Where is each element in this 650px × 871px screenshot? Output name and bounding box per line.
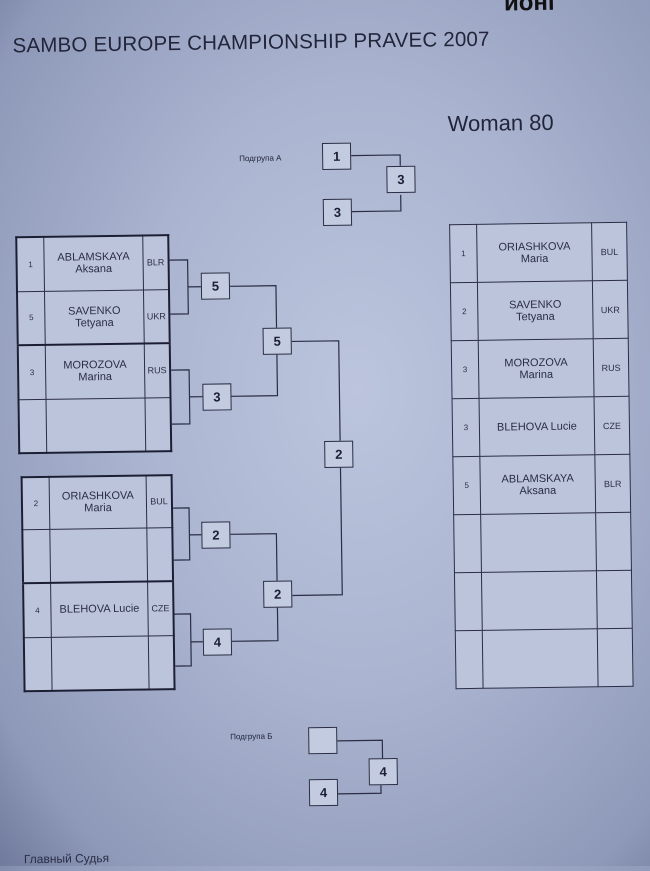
- line-final: [289, 341, 343, 596]
- r2-box-1: 5: [263, 327, 292, 354]
- line-r1-4: [175, 614, 192, 666]
- results-row: [455, 628, 633, 688]
- line-r1-1: [170, 260, 189, 314]
- line-sub-a-top: [351, 155, 400, 167]
- results-row: [454, 570, 632, 630]
- subgroup-b-label: Подгрупа Б: [230, 732, 272, 742]
- footer-text: Главный Судья: [24, 851, 109, 866]
- subgroup-b-bottom-box: 4: [309, 779, 338, 806]
- subgroup-a-winner-box: 3: [386, 166, 415, 193]
- table-row: [22, 527, 173, 583]
- line-sub-b-bottom: [338, 785, 381, 794]
- subgroup-a-label: Подгрупа А: [239, 154, 281, 164]
- r1-box-4: 4: [203, 628, 232, 655]
- r1-box-1: 5: [201, 272, 230, 299]
- r2-box-2: 2: [263, 580, 292, 607]
- r1-box-2: 3: [202, 383, 231, 410]
- r1-box-3: 2: [201, 521, 230, 548]
- table-row: [24, 635, 175, 691]
- subgroup-a-bottom-box: 3: [323, 199, 352, 226]
- final-box: 2: [324, 441, 353, 468]
- results-row: [454, 512, 632, 572]
- subgroup-b-winner-box: 4: [369, 758, 398, 785]
- line-sub-b-top: [337, 740, 382, 760]
- line-sub-a-bottom: [352, 195, 401, 212]
- subgroup-a-top-box: 1: [322, 143, 351, 170]
- subgroup-b-top-box: [308, 727, 337, 754]
- line-r1-2: [171, 370, 190, 424]
- table-row: [18, 397, 171, 453]
- line-r1-3: [173, 508, 190, 560]
